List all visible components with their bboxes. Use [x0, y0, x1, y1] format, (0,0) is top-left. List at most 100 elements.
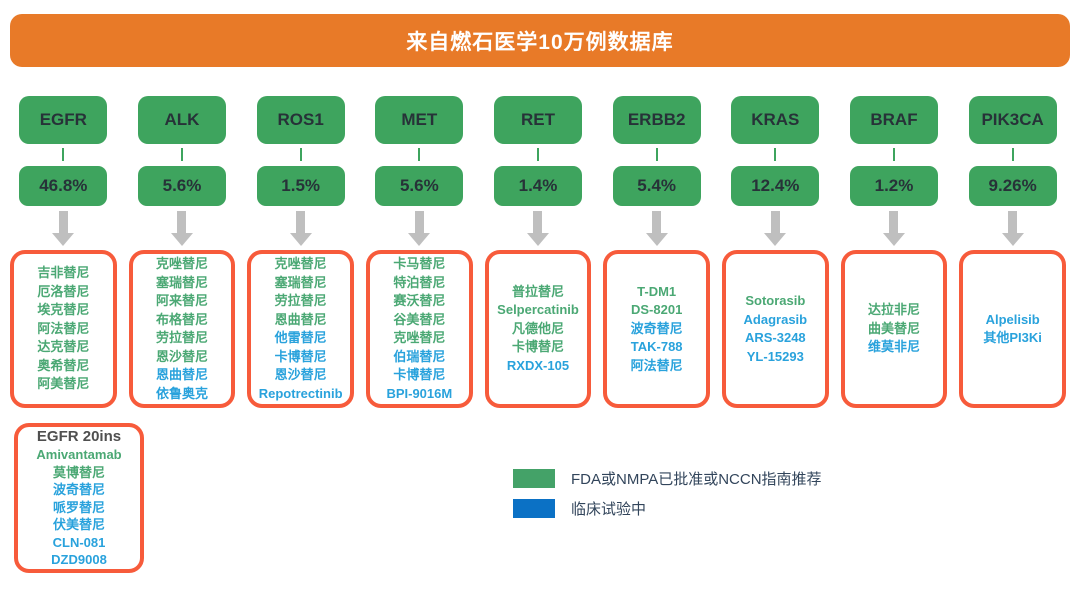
drug-item: 波奇替尼 — [52, 482, 105, 498]
drug-item: 卡马替尼 — [393, 256, 446, 271]
drug-item: DS-8201 — [631, 302, 683, 318]
drug-item: T-DM1 — [637, 283, 677, 299]
arrow-head — [882, 232, 905, 246]
pct-box-ros1: 1.5% — [256, 166, 345, 206]
arrow-shaft — [177, 210, 187, 233]
drug-item: 奥希替尼 — [37, 357, 90, 373]
gene-name-label: ROS1 — [277, 110, 324, 129]
drug-item: TAK-788 — [630, 339, 683, 355]
gene-name-label: BRAF — [870, 110, 918, 129]
down-arrow-icon — [526, 206, 549, 250]
drug-item: YL-15293 — [746, 348, 804, 364]
pct-box-kras: 12.4% — [731, 166, 820, 206]
arrow-head — [170, 232, 193, 246]
down-arrow-icon — [645, 206, 668, 250]
egfr-20ins-title: EGFR 20ins — [36, 428, 122, 446]
drug-item: 布格替尼 — [155, 311, 208, 327]
drug-item: 谷美替尼 — [393, 311, 446, 327]
drug-item: 克唑替尼 — [393, 330, 446, 345]
gene-box-egfr: EGFR — [19, 96, 108, 144]
pct-label: 5.6% — [399, 176, 439, 195]
drug-item: 卡博替尼 — [393, 367, 446, 382]
gene-box-kras: KRAS — [731, 96, 820, 144]
drug-item: 曲美替尼 — [867, 320, 920, 336]
arrow-head — [408, 232, 431, 246]
legend-approved-label: FDA或NMPA已批准或NCCN指南推荐 — [571, 471, 822, 488]
pct-box-ret: 1.4% — [493, 166, 582, 206]
gene-name-label: RET — [520, 110, 555, 129]
down-arrow-icon — [1001, 206, 1024, 250]
drug-item: 伏美替尼 — [52, 517, 105, 533]
pct-label: 1.4% — [518, 176, 558, 195]
drug-box-egfr: 吉非替尼厄洛替尼埃克替尼阿法替尼达克替尼奥希替尼阿美替尼 — [10, 250, 117, 408]
gene-box-pik3ca: PIK3CA — [968, 96, 1057, 144]
drug-item: CLN-081 — [52, 534, 106, 550]
trial-swatch-icon — [513, 499, 555, 518]
gene-box-met: MET — [375, 96, 464, 144]
pct-box-met: 5.6% — [375, 166, 464, 206]
legend-row-trial: 临床试验中 — [513, 498, 822, 519]
drug-item: 恩沙替尼 — [155, 348, 208, 364]
drug-item: 卡博替尼 — [511, 339, 564, 355]
pct-box-braf: 1.2% — [849, 166, 938, 206]
connector-line — [892, 148, 895, 161]
drug-item: 吉非替尼 — [37, 265, 90, 281]
drug-item: 恩曲替尼 — [274, 311, 327, 327]
gene-box-ret: RET — [493, 96, 582, 144]
drug-item: 卡博替尼 — [274, 348, 327, 364]
drug-item: 克唑替尼 — [155, 256, 208, 271]
arrow-head — [764, 232, 787, 246]
drug-item: 依鲁奥克 — [155, 385, 208, 401]
pct-label: 1.2% — [874, 176, 914, 195]
connector-line — [536, 148, 539, 161]
approved-swatch-icon — [513, 469, 555, 488]
drug-item: Amivantamab — [36, 447, 122, 463]
drug-item: Repotrectinib — [258, 385, 343, 401]
pct-box-erbb2: 5.4% — [612, 166, 701, 206]
connector-line — [180, 148, 183, 161]
pct-label: 1.5% — [281, 176, 321, 195]
drug-item: Sotorasib — [745, 293, 806, 308]
arrow-head — [52, 232, 75, 246]
drug-item: 阿来替尼 — [155, 293, 208, 308]
connector-line — [418, 148, 421, 161]
drug-item: 劳拉替尼 — [155, 330, 208, 345]
drug-box-alk: 克唑替尼塞瑞替尼阿来替尼布格替尼劳拉替尼恩沙替尼恩曲替尼依鲁奥克 — [128, 250, 236, 408]
gene-name-label: PIK3CA — [981, 110, 1044, 129]
arrow-shaft — [1008, 210, 1018, 233]
drug-box-braf: 达拉非尼曲美替尼维莫非尼 — [840, 250, 948, 408]
connector-line — [655, 148, 658, 161]
drug-item: 其他PI3Ki — [983, 330, 1042, 345]
arrow-shaft — [58, 210, 68, 233]
pct-box-alk: 5.6% — [137, 166, 226, 206]
pct-label: 5.6% — [162, 176, 202, 195]
drug-item: 达拉非尼 — [867, 302, 920, 318]
connector-line — [774, 148, 777, 161]
down-arrow-icon — [289, 206, 312, 250]
arrow-head — [645, 232, 668, 246]
drug-item: BPI-9016M — [386, 385, 453, 401]
down-arrow-icon — [764, 206, 787, 250]
drug-item: 哌罗替尼 — [52, 499, 105, 515]
drug-item: RXDX-105 — [506, 357, 570, 373]
drug-item: 塞瑞替尼 — [274, 274, 327, 290]
down-arrow-icon — [882, 206, 905, 250]
drug-item: 劳拉替尼 — [274, 293, 327, 308]
arrow-shaft — [414, 210, 424, 233]
gene-name-label: ERBB2 — [627, 110, 686, 129]
gene-name-label: KRAS — [751, 110, 800, 129]
arrow-head — [526, 232, 549, 246]
gene-box-erbb2: ERBB2 — [612, 96, 701, 144]
drug-item: 埃克替尼 — [37, 302, 90, 318]
drug-item: 波奇替尼 — [630, 320, 683, 336]
